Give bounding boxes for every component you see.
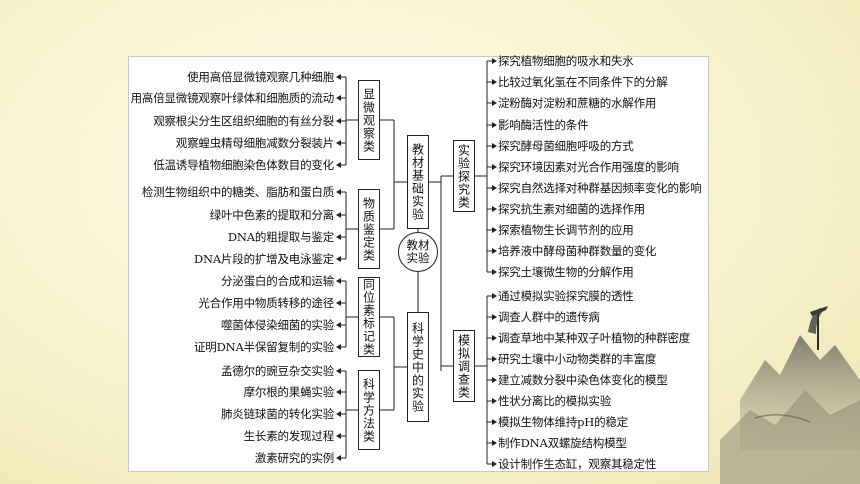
simulate-item: 制作DNA双螺旋结构模型 (498, 436, 627, 450)
micro-item: 低温诱导植物细胞染色体数目的变化 (153, 158, 334, 172)
simulate-item: 模拟生物体维持pH的稳定 (498, 415, 628, 429)
method-item: 肺炎链球菌的转化实验 (221, 407, 334, 421)
arrowhead (336, 389, 341, 395)
arrowhead (492, 79, 497, 85)
isotope-item: 噬菌体侵染细菌的实验 (221, 318, 334, 332)
category-isotope: 同位素标记类 (358, 277, 380, 357)
arrowhead (336, 162, 341, 168)
arrowhead (336, 212, 341, 218)
arrowhead (336, 95, 341, 101)
micro-item: 观察蝗虫精母细胞减数分裂装片 (175, 136, 334, 150)
arrowhead (492, 398, 497, 404)
arrowhead (492, 314, 497, 320)
arrowhead (336, 140, 341, 146)
arrowhead (492, 164, 497, 170)
arrowhead (336, 411, 341, 417)
arrowhead (336, 455, 341, 461)
arrowhead (492, 206, 497, 212)
category-simulate: 模拟调查类 (453, 330, 475, 402)
simulate-item: 研究土壤中小动物类群的丰富度 (498, 352, 657, 366)
explore-item: 探究自然选择对种群基因频率变化的影响 (498, 181, 702, 195)
explore-item: 探究土壤微生物的分解作用 (498, 265, 634, 279)
arrowhead (492, 461, 497, 467)
material-item: 绿叶中色素的提取和分离 (209, 208, 335, 222)
arrowhead (336, 368, 341, 374)
arrowhead (492, 185, 497, 191)
arrowhead (492, 248, 497, 254)
arrowhead (336, 300, 341, 306)
explore-item: 影响酶活性的条件 (498, 118, 589, 132)
explore-item: 探究环境因素对光合作用强度的影响 (498, 160, 679, 174)
center-node: 教材实验 (398, 232, 438, 272)
arrowhead (336, 118, 341, 124)
micro-item: 观察根尖分生区组织细胞的有丝分裂 (153, 114, 334, 128)
simulate-item: 性状分离比的模拟实验 (498, 394, 611, 408)
arrowhead (336, 256, 341, 262)
category-teaching: 教材基础实验 (407, 135, 429, 229)
isotope-item: 证明DNA半保留复制的实验 (194, 340, 334, 354)
arrowhead (492, 143, 497, 149)
category-micro: 显微观察类 (358, 80, 380, 160)
explore-item: 比较过氧化氢在不同条件下的分解 (498, 75, 668, 89)
arrowhead (492, 58, 497, 64)
micro-item: 用高倍显微镜观察叶绿体和细胞质的流动 (130, 91, 335, 105)
arrowhead (336, 433, 341, 439)
material-item: 检测生物组织中的糖类、脂肪和蛋白质 (141, 185, 334, 199)
method-item: 摩尔根的果蝇实验 (243, 385, 335, 399)
category-explore: 实验探究类 (453, 140, 475, 212)
simulate-item: 调查草地中某种双子叶植物的种群密度 (498, 331, 691, 345)
isotope-item: 光合作用中物质转移的途径 (198, 296, 334, 310)
arrowhead (336, 189, 341, 195)
explore-item: 探索植物生长调节剂的应用 (498, 223, 634, 237)
category-material: 物质鉴定类 (358, 189, 380, 269)
arrowhead (336, 74, 341, 80)
arrowhead (492, 100, 497, 106)
micro-item: 使用高倍显微镜观察几种细胞 (187, 70, 334, 84)
method-item: 孟德尔的豌豆杂交实验 (221, 364, 334, 378)
arrowhead (492, 419, 497, 425)
material-item: DNA片段的扩增及电泳鉴定 (194, 252, 334, 266)
arrowhead (492, 122, 497, 128)
arrowhead (492, 440, 497, 446)
category-method: 科学方法类 (358, 370, 380, 450)
explore-item: 探究抗生素对细菌的选择作用 (498, 202, 645, 216)
simulate-item: 调查人群中的遗传病 (498, 310, 600, 324)
arrowhead (492, 356, 497, 362)
explore-item: 培养液中酵母菌种群数量的变化 (498, 244, 657, 258)
explore-item: 探究植物细胞的吸水和失水 (498, 54, 634, 68)
isotope-item: 分泌蛋白的合成和运输 (221, 274, 334, 288)
arrowhead (336, 234, 341, 240)
explore-item: 探究酵母菌细胞呼吸的方式 (498, 139, 634, 153)
arrowhead (492, 335, 497, 341)
simulate-item: 通过模拟实验探究膜的透性 (498, 289, 634, 303)
arrowhead (492, 377, 497, 383)
simulate-item: 建立减数分裂中染色体变化的模型 (498, 373, 668, 387)
simulate-item: 设计制作生态缸，观察其稳定性 (498, 457, 657, 471)
method-item: 激素研究的实例 (254, 451, 334, 465)
method-item: 生长素的发现过程 (243, 429, 335, 443)
ink-landscape-decoration (720, 306, 860, 484)
arrowhead (336, 322, 341, 328)
arrowhead (336, 278, 341, 284)
explore-item: 淀粉酶对淀粉和蔗糖的水解作用 (498, 96, 657, 110)
arrowhead (492, 269, 497, 275)
material-item: DNA的粗提取与鉴定 (227, 230, 334, 244)
category-history: 科学史中的实验 (407, 312, 429, 422)
arrowhead (336, 344, 341, 350)
arrowhead (492, 293, 497, 299)
center-label: 教材实验 (406, 238, 430, 265)
arrowhead (492, 227, 497, 233)
